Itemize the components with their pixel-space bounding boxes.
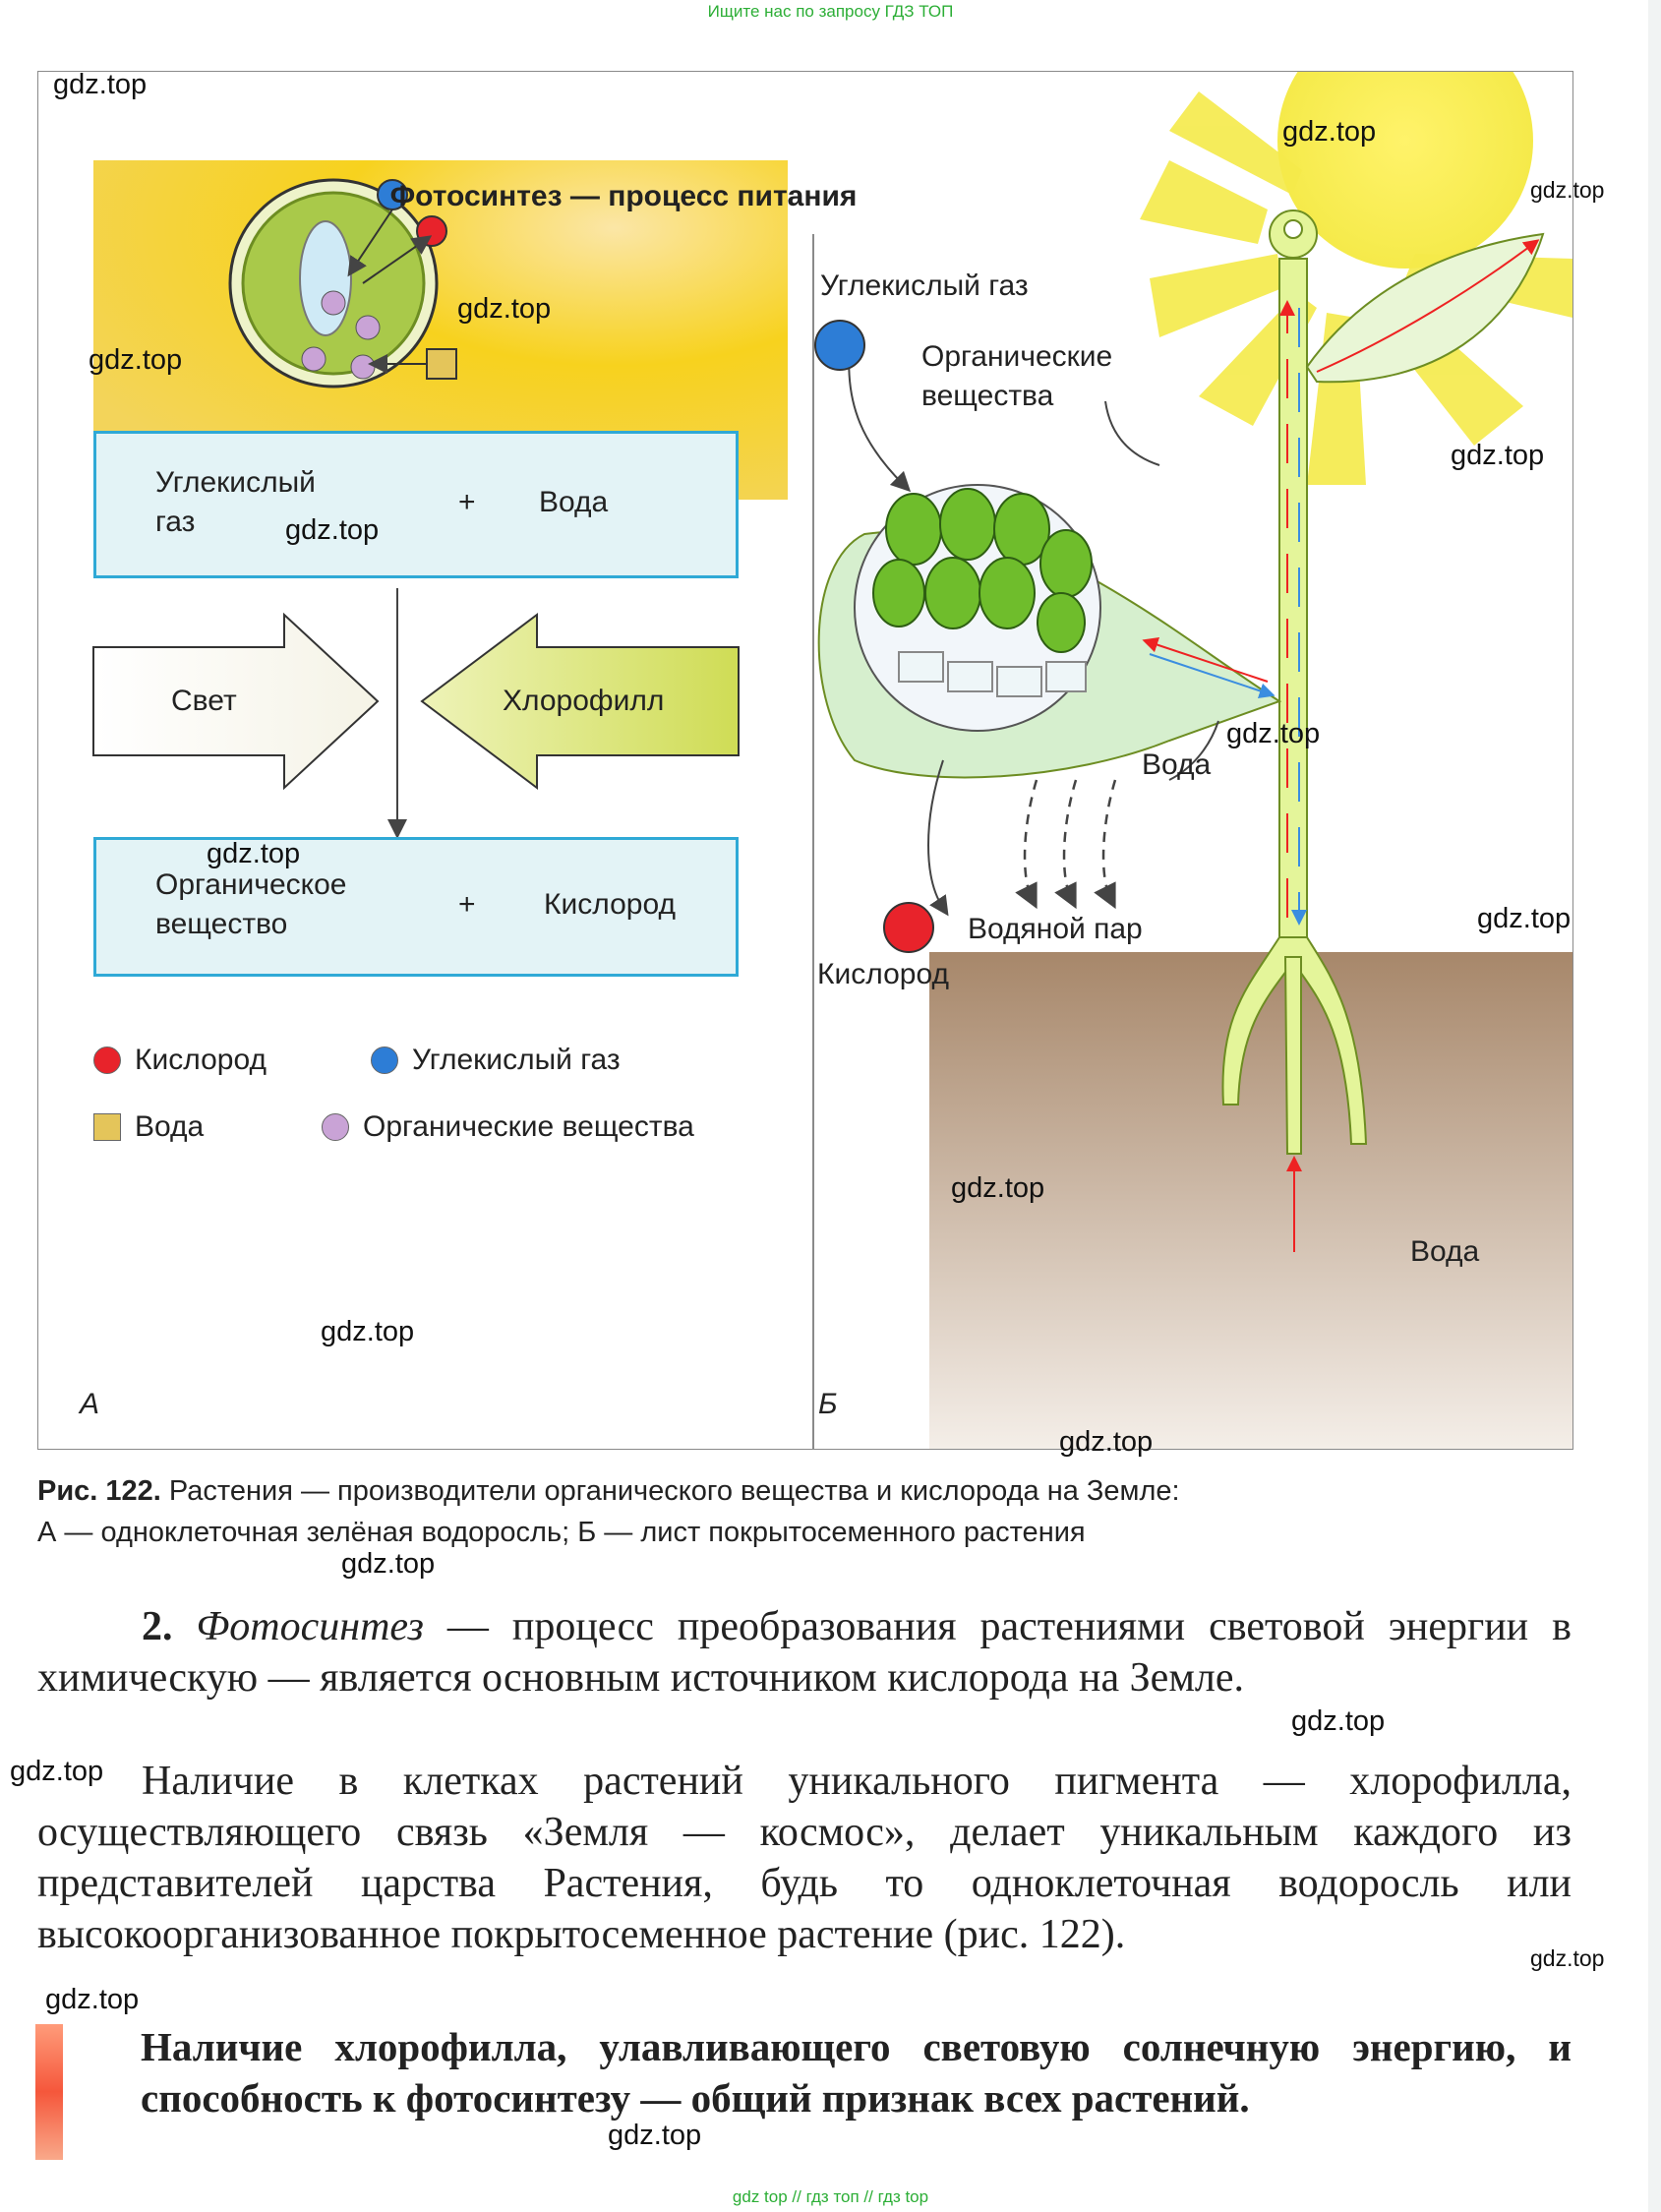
figure-artwork — [92, 72, 1572, 1449]
paragraph-1-text: — процесс преобразования растениями свет… — [37, 1604, 1572, 1701]
water-root-label: Вода — [1410, 1235, 1480, 1268]
caption-line-2: А — одноклеточная зелёная водоросль; Б —… — [37, 1517, 1086, 1548]
box-co2-water: Углекислый газ + Вода — [93, 431, 739, 578]
highlight-text: Наличие хлорофилла, улавливающего светов… — [141, 2024, 1572, 2121]
plant-stem — [1278, 258, 1308, 938]
watermark: gdz.top — [207, 838, 301, 869]
watermark: gdz.top — [1226, 718, 1321, 749]
watermark: gdz.top — [321, 1316, 415, 1347]
watermark: gdz.top — [951, 1172, 1045, 1204]
violet-circle-icon — [322, 1113, 349, 1141]
term-photosynthesis: Фотосинтез — [196, 1604, 424, 1649]
watermark: gdz.top — [1530, 177, 1605, 203]
vapor-label: Водяной пар — [968, 913, 1143, 945]
plus-sign: + — [458, 486, 476, 518]
oxygen-label: Кислород — [544, 888, 676, 921]
water-leaf-label: Вода — [1142, 748, 1212, 781]
oxygen-label-b: Кислород — [817, 958, 949, 990]
caption-line-1: Растения — производители органического в… — [160, 1475, 1180, 1507]
page-edge — [1648, 0, 1661, 2212]
plus-sign-2: + — [458, 888, 476, 921]
co2-label: Углекислый газ — [155, 466, 316, 538]
blue-circle-icon — [371, 1046, 398, 1074]
water-square-icon — [426, 348, 457, 380]
red-circle-icon — [93, 1046, 121, 1074]
yellow-square-icon — [93, 1113, 121, 1141]
caption-number: Рис. 122. — [37, 1475, 161, 1507]
figure-title: Фотосинтез — процесс питания — [389, 180, 858, 212]
watermark: gdz.top — [457, 293, 552, 325]
co2-label-b: Углекислый газ — [820, 269, 1029, 302]
panel-b-letter: Б — [818, 1388, 838, 1420]
soil — [929, 952, 1572, 1449]
panel-a-letter: А — [80, 1388, 100, 1420]
watermark: gdz.top — [608, 2120, 702, 2151]
watermark: gdz.top — [1477, 903, 1572, 934]
watermark: gdz.top — [10, 1756, 104, 1787]
water-label: Вода — [539, 486, 609, 518]
watermark: gdz.top — [89, 344, 183, 376]
chlorophyll-label: Хлорофилл — [503, 685, 665, 717]
panel-divider — [812, 234, 814, 1449]
watermark: gdz.top — [341, 1548, 436, 1580]
cell-vacuole — [299, 220, 352, 336]
legend: Кислород Углекислый газ Вода Органически… — [93, 1041, 801, 1159]
chlorophyll-arrow-icon — [420, 612, 740, 791]
highlight-bar — [35, 2024, 63, 2160]
oxygen-molecule-icon — [416, 215, 447, 247]
box-organic-oxygen: Органическое вещество + Кислород — [93, 837, 739, 977]
light-label: Свет — [171, 685, 237, 717]
organic-label: Органическое вещество — [155, 868, 347, 940]
sun-icon — [1277, 72, 1533, 269]
figure-caption: Рис. 122. Растения — производители орган… — [37, 1470, 1180, 1553]
watermark: gdz.top — [45, 1984, 140, 2015]
figure-122: Фотосинтез — процесс питания Углекислый … — [37, 71, 1573, 1450]
watermark: gdz.top — [1282, 116, 1377, 148]
paragraph-2-text: Наличие в клетках растений уникального п… — [37, 1759, 1572, 1957]
plant-roots — [1221, 936, 1368, 1155]
bottom-banner[interactable]: gdz top // гдз топ // гдз top — [732, 2187, 929, 2206]
watermark: gdz.top — [1451, 440, 1545, 471]
organic-label-b: Органические вещества — [921, 340, 1113, 412]
top-banner[interactable]: Ищите нас по запросу ГДЗ ТОП — [707, 2, 954, 21]
light-arrow-icon — [92, 612, 380, 791]
watermark: gdz.top — [285, 514, 380, 546]
watermark: gdz.top — [1291, 1705, 1386, 1737]
paragraph-number: 2. — [142, 1604, 197, 1649]
co2-circle-icon — [814, 320, 865, 371]
watermark: gdz.top — [1530, 1945, 1605, 1971]
watermark: gdz.top — [53, 69, 148, 100]
upper-leaf — [1305, 232, 1545, 384]
watermark: gdz.top — [1059, 1426, 1154, 1458]
oxygen-circle-icon — [883, 902, 934, 953]
paragraph-2: Наличие в клетках растений уникального п… — [37, 1756, 1572, 1960]
paragraph-1: 2. Фотосинтез — процесс преобразования р… — [37, 1601, 1572, 1704]
